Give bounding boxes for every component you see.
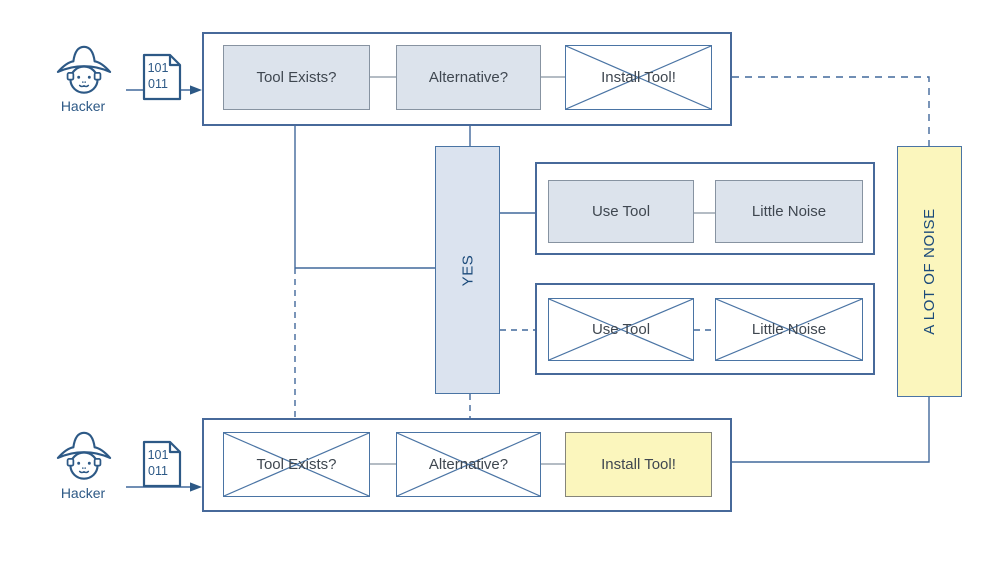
a-lot-of-noise-box: A LOT OF NOISE <box>897 146 962 397</box>
alternative-label-top: Alternative? <box>428 69 509 86</box>
file-line2-bottom: 011 <box>148 464 168 479</box>
file-code-top: 101 011 <box>141 60 175 93</box>
use-tool-container-crossed <box>535 283 875 375</box>
connector-top-to-noise-dashed <box>732 76 930 146</box>
hacker-label-top: Hacker <box>60 98 106 114</box>
alternative-box-bottom-crossed: Alternative? <box>396 432 541 497</box>
use-tool-box-crossed: Use Tool <box>548 298 694 361</box>
file-icon-bottom: 101 011 <box>141 440 183 488</box>
little-noise-box-crossed: Little Noise <box>715 298 863 361</box>
install-tool-label-top: Install Tool! <box>601 69 676 86</box>
file-line1-top: 101 <box>147 61 169 75</box>
x-cross-icon <box>549 299 693 360</box>
yes-label: YES <box>458 254 476 286</box>
file-icon-top: 101 011 <box>141 53 183 101</box>
connector-bottom-to-noise <box>732 397 930 463</box>
file-code-bottom: 101 011 <box>141 447 175 480</box>
yes-box: YES <box>435 146 500 394</box>
arrowhead-bottom <box>190 482 202 492</box>
little-noise-box-active: Little Noise <box>715 180 863 243</box>
little-noise-label-crossed: Little Noise <box>751 321 827 338</box>
arrowhead-top <box>190 85 202 95</box>
file-line2-top: 011 <box>148 77 168 92</box>
tool-exists-label-bottom: Tool Exists? <box>256 456 337 473</box>
little-noise-label-active: Little Noise <box>751 203 827 220</box>
tool-exists-label-top: Tool Exists? <box>256 69 337 86</box>
x-cross-icon <box>224 433 369 496</box>
x-cross-icon <box>566 46 711 109</box>
use-tool-label-active: Use Tool <box>591 203 651 220</box>
alternative-label-bottom: Alternative? <box>428 456 509 473</box>
x-cross-icon <box>397 433 540 496</box>
install-tool-label-bottom: Install Tool! <box>601 456 676 473</box>
file-line1-bottom: 101 <box>147 448 169 462</box>
hacker-label-bottom: Hacker <box>60 485 106 501</box>
tool-exists-box-top: Tool Exists? <box>223 45 370 110</box>
hacker-icon-bottom <box>55 426 113 486</box>
hacker-icon-top <box>55 40 113 100</box>
top-process-container <box>202 32 732 126</box>
install-tool-box-bottom: Install Tool! <box>565 432 712 497</box>
x-cross-icon <box>716 299 862 360</box>
bottom-process-container <box>202 418 732 512</box>
use-tool-box-active: Use Tool <box>548 180 694 243</box>
use-tool-label-crossed: Use Tool <box>591 321 651 338</box>
alternative-box-top: Alternative? <box>396 45 541 110</box>
a-lot-of-noise-label: A LOT OF NOISE <box>921 208 938 335</box>
tool-exists-box-bottom-crossed: Tool Exists? <box>223 432 370 497</box>
use-tool-container-active <box>535 162 875 255</box>
install-tool-box-top-crossed: Install Tool! <box>565 45 712 110</box>
